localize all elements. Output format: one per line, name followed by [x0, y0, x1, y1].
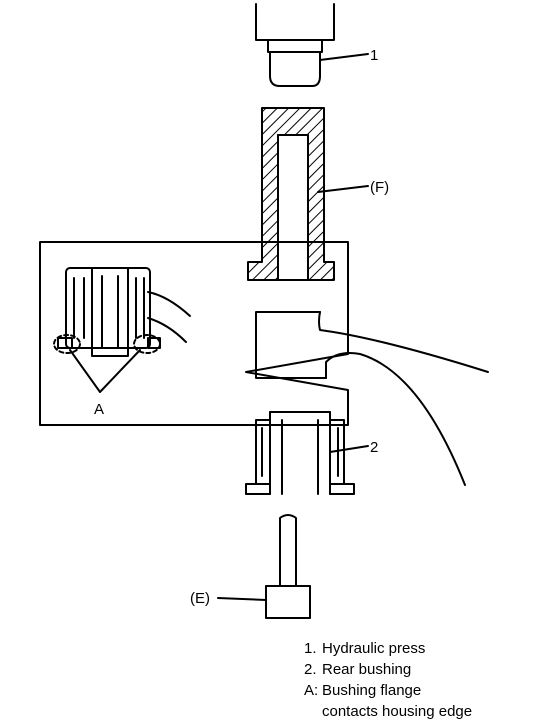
legend-item-2: 2. Rear bushing: [304, 659, 472, 680]
detail-callout-box: [39, 241, 349, 426]
legend-text: Bushing flange: [322, 682, 422, 699]
rear-bushing: [245, 411, 355, 495]
rear-bushing-leader: [329, 445, 369, 453]
label-installer-f: (F): [370, 179, 389, 196]
installer-f: [247, 107, 335, 281]
label-flange-a: A: [94, 401, 104, 418]
legend: 1. Hydraulic press 2. Rear bushing A: Bu…: [304, 638, 472, 722]
housing: [255, 311, 489, 486]
installer-e: [265, 514, 311, 619]
hydraulic-press: [255, 3, 335, 87]
legend-item-a-continuation: contacts housing edge: [322, 703, 473, 720]
label-rear-bushing: 2: [370, 439, 378, 456]
legend-item-1: 1. Hydraulic press: [304, 638, 472, 659]
installer-e-leader: [217, 597, 267, 601]
detail-bushing: [57, 267, 191, 357]
legend-key: A:: [304, 682, 319, 699]
flange-leaders: [69, 349, 141, 393]
legend-key: 2.: [304, 661, 317, 678]
press-leader: [319, 53, 369, 61]
installer-f-leader: [317, 185, 369, 193]
label-press: 1: [370, 47, 378, 64]
legend-item-a: A: Bushing flange: [304, 680, 472, 701]
label-installer-e: (E): [190, 590, 210, 607]
flange-contact-markers: [53, 334, 161, 354]
legend-text: Hydraulic press: [322, 640, 426, 657]
legend-text: Rear bushing: [322, 661, 412, 678]
legend-key: 1.: [304, 640, 317, 657]
